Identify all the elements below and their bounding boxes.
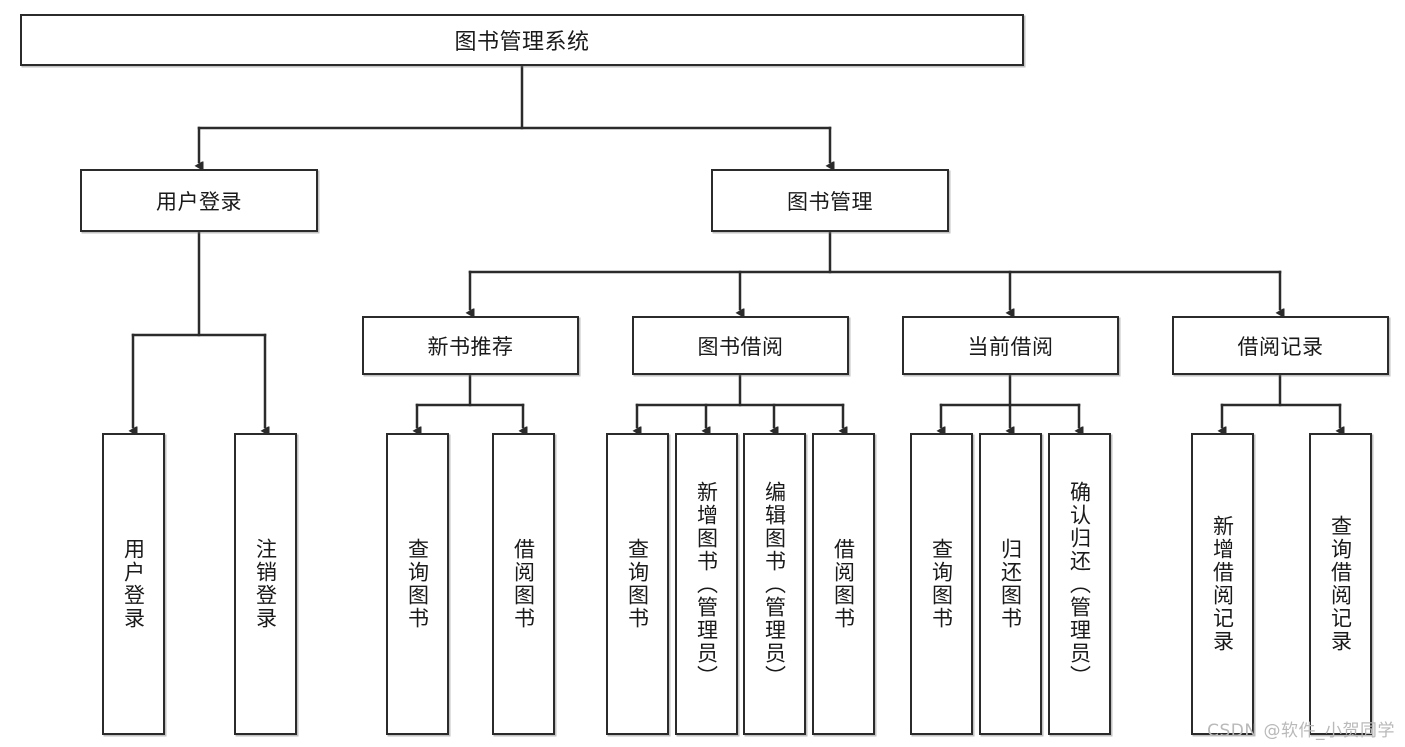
node-book-borrow[interactable]: 图书借阅 — [632, 316, 849, 375]
leaf-logout-login[interactable]: 注销登录 — [234, 433, 297, 735]
node-book-borrow-label: 图书借阅 — [697, 334, 784, 359]
leaf-query-borrow-record[interactable]: 查询借阅记录 — [1309, 433, 1372, 735]
node-user-login[interactable]: 用户登录 — [80, 169, 318, 232]
node-book-management[interactable]: 图书管理 — [711, 169, 949, 232]
leaf-query-book-1[interactable]: 查询图书 — [386, 433, 449, 735]
leaf-add-book-label: 新增图书（管理员） — [694, 480, 719, 688]
leaf-logout-login-label: 注销登录 — [253, 538, 278, 630]
leaf-query-book-1-label: 查询图书 — [405, 538, 430, 630]
node-user-login-label: 用户登录 — [156, 189, 242, 214]
leaf-edit-book[interactable]: 编辑图书（管理员） — [743, 433, 806, 735]
leaf-borrow-book-1-label: 借阅图书 — [511, 538, 536, 630]
leaf-add-borrow-record-label: 新增借阅记录 — [1210, 515, 1235, 653]
node-root-label: 图书管理系统 — [454, 30, 590, 55]
node-new-book-recommend[interactable]: 新书推荐 — [362, 316, 579, 375]
node-book-management-label: 图书管理 — [787, 189, 873, 214]
leaf-confirm-return-label: 确认归还（管理员） — [1067, 480, 1092, 688]
node-current-borrow-label: 当前借阅 — [967, 334, 1054, 359]
leaf-borrow-book-2-label: 借阅图书 — [831, 538, 856, 630]
leaf-user-login-label: 用户登录 — [121, 538, 146, 630]
leaf-return-book-label: 归还图书 — [998, 538, 1023, 630]
node-borrow-record[interactable]: 借阅记录 — [1172, 316, 1389, 375]
node-new-book-recommend-label: 新书推荐 — [427, 334, 514, 359]
leaf-user-login[interactable]: 用户登录 — [102, 433, 165, 735]
node-root[interactable]: 图书管理系统 — [20, 14, 1024, 66]
leaf-query-book-3-label: 查询图书 — [929, 538, 954, 630]
leaf-borrow-book-2[interactable]: 借阅图书 — [812, 433, 875, 735]
leaf-confirm-return[interactable]: 确认归还（管理员） — [1048, 433, 1111, 735]
leaf-return-book[interactable]: 归还图书 — [979, 433, 1042, 735]
leaf-borrow-book-1[interactable]: 借阅图书 — [492, 433, 555, 735]
node-borrow-record-label: 借阅记录 — [1237, 334, 1324, 359]
leaf-add-borrow-record[interactable]: 新增借阅记录 — [1191, 433, 1254, 735]
leaf-query-book-2-label: 查询图书 — [625, 538, 650, 630]
leaf-query-book-2[interactable]: 查询图书 — [606, 433, 669, 735]
leaf-edit-book-label: 编辑图书（管理员） — [762, 480, 787, 688]
node-current-borrow[interactable]: 当前借阅 — [902, 316, 1119, 375]
leaf-query-borrow-record-label: 查询借阅记录 — [1328, 515, 1353, 653]
watermark: CSDN @软件_小贺同学 — [1207, 721, 1395, 741]
leaf-query-book-3[interactable]: 查询图书 — [910, 433, 973, 735]
leaf-add-book[interactable]: 新增图书（管理员） — [675, 433, 738, 735]
